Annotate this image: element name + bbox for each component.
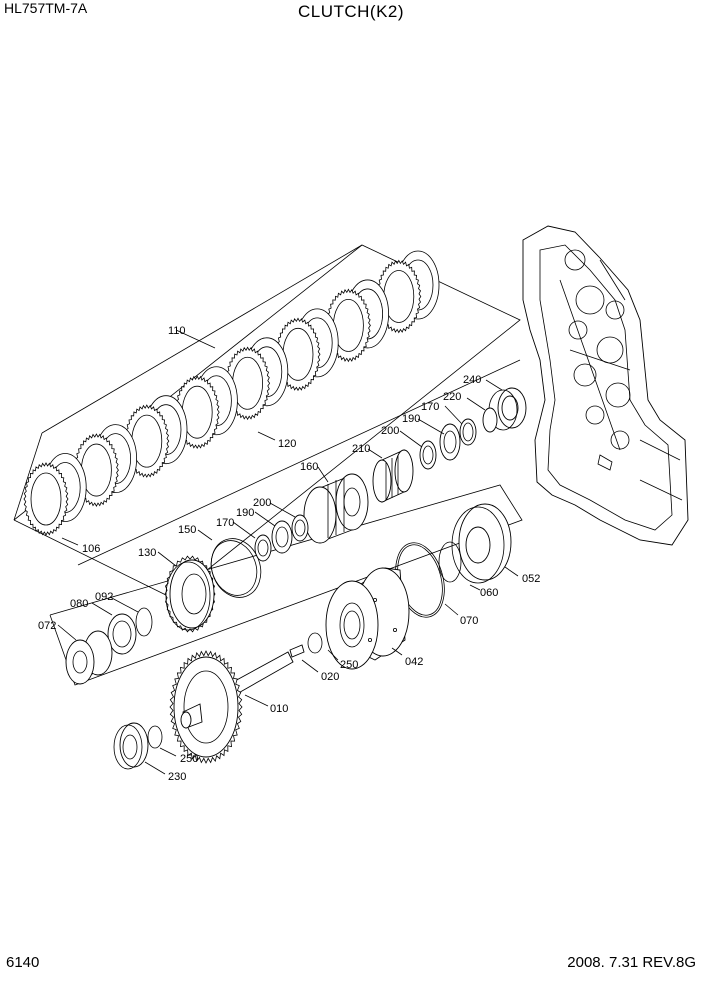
label-230: 230 xyxy=(168,771,186,783)
label-070: 070 xyxy=(460,615,478,627)
label-080: 080 xyxy=(70,598,88,610)
label-210: 210 xyxy=(352,443,370,455)
label-010: 010 xyxy=(270,703,288,715)
snap-ring-250 xyxy=(307,632,323,654)
piston-052 xyxy=(451,503,512,584)
seal-ring-060 xyxy=(438,541,462,583)
gear-hub-160 xyxy=(303,473,369,544)
snap-ring-250-lower xyxy=(147,725,163,749)
label-200-lower: 200 xyxy=(253,497,271,509)
page-title: CLUTCH(K2) xyxy=(297,2,405,21)
label-170-upper: 170 xyxy=(421,401,439,413)
needle-bearing-190-lower xyxy=(271,520,293,554)
label-120: 120 xyxy=(278,438,296,450)
middle-assembly-outline xyxy=(77,359,521,566)
shaft-gear-010 xyxy=(169,650,294,764)
plate-pack-outline xyxy=(13,244,521,599)
ring-092 xyxy=(135,607,153,637)
label-072: 072 xyxy=(38,620,56,632)
transmission-cover-housing xyxy=(522,225,689,546)
pin-020 xyxy=(289,644,305,658)
thrust-bearing-170-lower xyxy=(254,534,272,562)
page-number: 6140 xyxy=(6,954,40,971)
thrust-bearing-170 xyxy=(459,418,477,446)
label-060: 060 xyxy=(480,587,498,599)
label-092: 092 xyxy=(95,591,113,603)
label-160: 160 xyxy=(300,461,318,473)
label-110: 110 xyxy=(168,325,186,337)
bearing-240 xyxy=(488,387,527,431)
end-plate-130 xyxy=(164,555,216,633)
clutch-drum-042 xyxy=(325,567,410,670)
washer-200-lower xyxy=(291,514,309,542)
snap-ring-220 xyxy=(482,407,498,433)
needle-sleeve-210 xyxy=(372,449,414,503)
clutch-plates-110-120 xyxy=(23,250,440,536)
friction-plate-bore xyxy=(30,472,62,526)
label-250-lower: 250 xyxy=(180,753,198,765)
washer-200 xyxy=(419,440,437,470)
label-042: 042 xyxy=(405,656,423,668)
ring-080 xyxy=(107,613,137,655)
label-240: 240 xyxy=(463,374,481,386)
revision-date: 2008. 7.31 REV.8G xyxy=(567,954,696,971)
label-130: 130 xyxy=(138,547,156,559)
label-150: 150 xyxy=(178,524,196,536)
bearing-230 xyxy=(113,722,149,770)
label-190-upper: 190 xyxy=(402,413,420,425)
label-020: 020 xyxy=(321,671,339,683)
snap-ring-150 xyxy=(210,538,262,598)
label-250-upper: 250 xyxy=(340,659,358,671)
label-052: 052 xyxy=(522,573,540,585)
label-106: 106 xyxy=(82,543,100,555)
label-170-lower: 170 xyxy=(216,517,234,529)
label-200-upper: 200 xyxy=(381,425,399,437)
label-190-lower: 190 xyxy=(236,507,254,519)
label-220: 220 xyxy=(443,391,461,403)
piston-072 xyxy=(65,630,113,685)
model-number: HL757TM-7A xyxy=(4,0,88,16)
needle-bearing-190 xyxy=(439,423,461,461)
leader-lines xyxy=(57,329,519,775)
